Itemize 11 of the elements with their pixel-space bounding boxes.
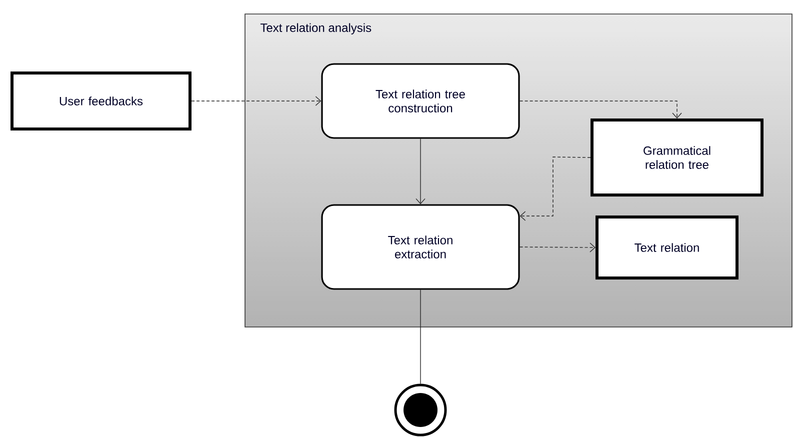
arrow <box>520 156 591 221</box>
object-box: User feedbacks <box>10 72 192 130</box>
arrow <box>519 100 682 118</box>
final-node <box>394 384 447 436</box>
action-box: Text relation extraction <box>321 204 520 290</box>
object-box: Grammatical relation tree <box>590 118 764 196</box>
action-box: Text relation tree construction <box>321 63 520 139</box>
object-box: Text relation <box>596 216 738 280</box>
arrow <box>519 242 596 252</box>
arrow <box>191 96 322 106</box>
arrow <box>416 138 426 204</box>
